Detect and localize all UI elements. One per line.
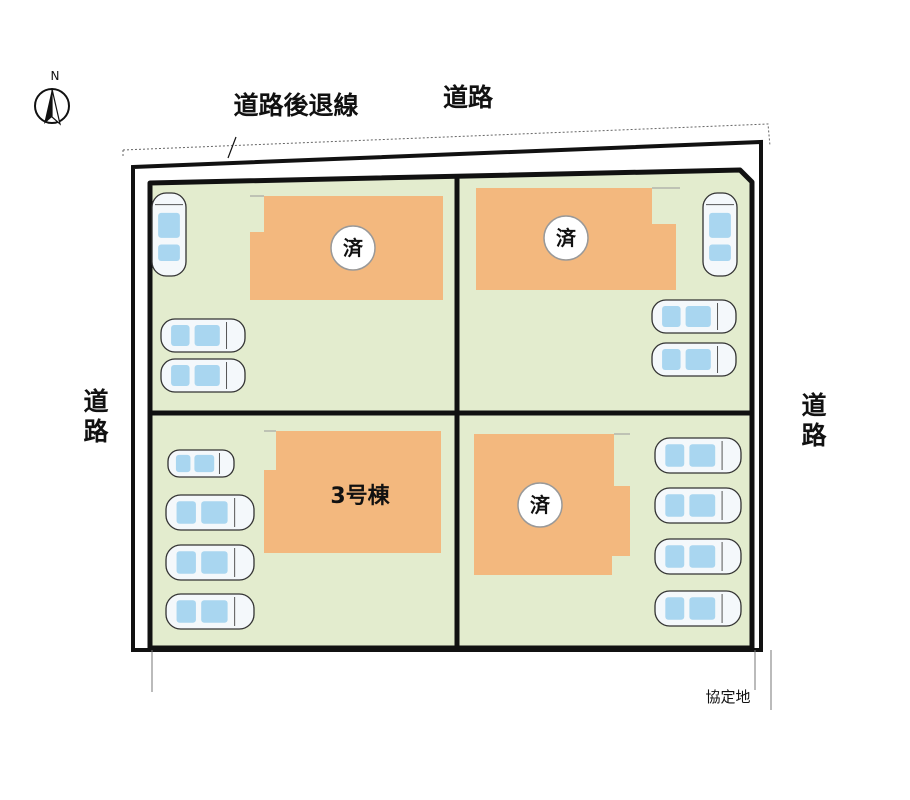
lot-label: 済: [556, 226, 577, 250]
setback-leader-line: [227, 136, 237, 159]
house-top-right: 済: [476, 187, 680, 290]
lot-label: 済: [530, 493, 551, 517]
compass-label: N: [51, 69, 60, 83]
boundary-label: 協定地: [705, 688, 750, 706]
parked-car-icon: [165, 593, 255, 630]
parked-car-icon: [165, 544, 255, 581]
original-road-boundary: [122, 123, 771, 158]
sold-badge: [543, 215, 589, 261]
road-label-right: 道路: [801, 391, 827, 450]
sold-badge: [517, 482, 563, 528]
parked-car-icon: [160, 318, 246, 353]
parked-car-icon: [167, 449, 235, 478]
setback-label: 道路後退線: [233, 91, 358, 120]
north-compass-icon: N: [34, 69, 70, 126]
house-bottom-left: 3号棟: [264, 430, 441, 553]
sold-badge: [330, 225, 376, 271]
parked-car-icon: [651, 299, 737, 334]
parked-car-icon: [165, 494, 255, 531]
parking-cars: [151, 192, 742, 630]
parked-car-icon: [654, 590, 742, 627]
parked-car-icon: [651, 342, 737, 377]
lot-label: 3号棟: [330, 483, 390, 509]
road-label-top: 道路: [443, 83, 494, 112]
road-label-left: 道路: [83, 387, 109, 446]
parked-car-icon: [654, 437, 742, 474]
house-bottom-right: 済: [474, 433, 630, 575]
house-top-left: 済: [250, 195, 443, 300]
parked-car-icon: [654, 538, 742, 575]
parked-car-icon: [160, 358, 246, 393]
parked-car-icon: [151, 192, 187, 277]
parked-car-icon: [702, 192, 738, 277]
parked-car-icon: [654, 487, 742, 524]
lot-label: 済: [343, 236, 364, 260]
